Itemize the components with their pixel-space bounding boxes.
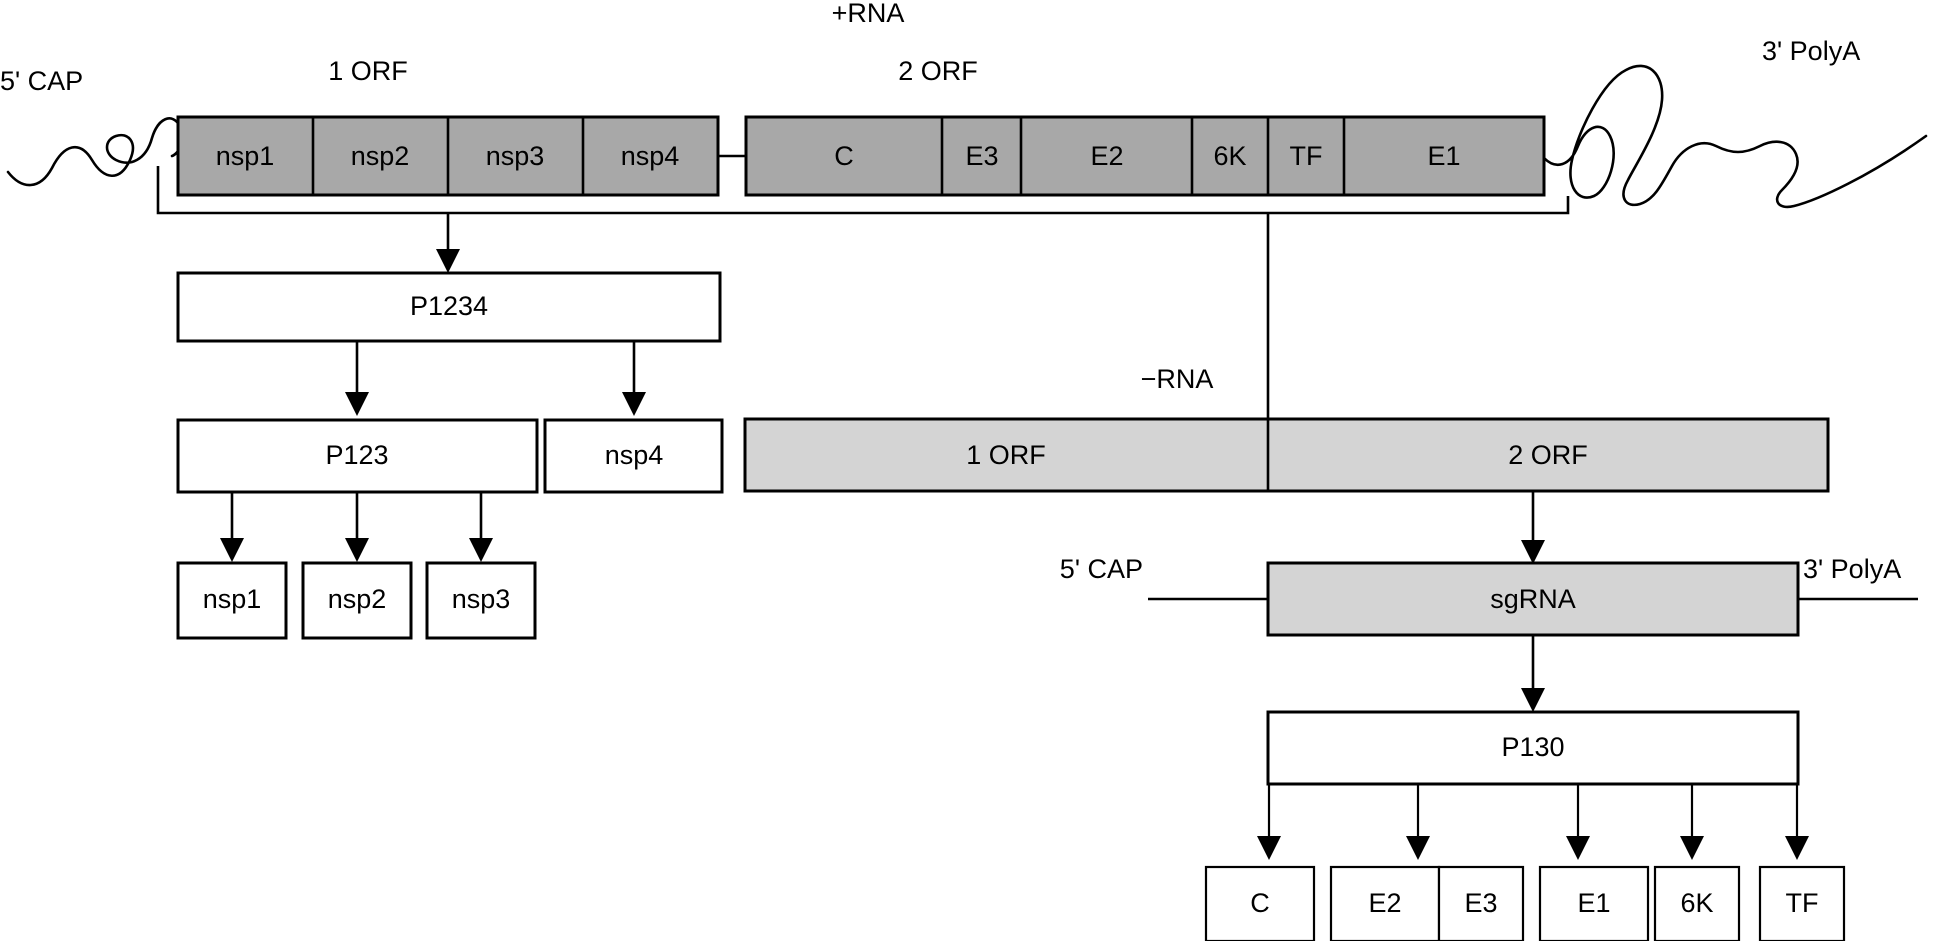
- p130-box: [1266, 710, 1800, 786]
- p1234-box: [176, 271, 722, 343]
- nsp2-arrowhead: [345, 538, 369, 562]
- nsp3-arrowhead: [469, 538, 493, 562]
- genome-segment-nsp4: nsp4: [621, 141, 680, 171]
- structural-e1-label: E1: [1577, 888, 1610, 918]
- structural-e3-box: [1437, 865, 1525, 941]
- nsp3-product-label: nsp3: [452, 584, 511, 614]
- genome-segment-nsp1: nsp1: [216, 141, 275, 171]
- genome-segment-e1: E1: [1427, 141, 1460, 171]
- five-prime-cap-label: 5' CAP: [0, 66, 83, 96]
- p123-label: P123: [325, 440, 388, 470]
- p123-box: [176, 418, 539, 494]
- structural-6k-arrowhead: [1680, 836, 1704, 860]
- genome-segment-nsp3: nsp3: [486, 141, 545, 171]
- structural-e2-label: E2: [1368, 888, 1401, 918]
- nsp4-product-label: nsp4: [605, 440, 664, 470]
- structural-6k-box: [1653, 865, 1741, 941]
- p1234-label: P1234: [410, 291, 488, 321]
- nsp4-arrowhead: [622, 392, 646, 416]
- structural-c-box: [1204, 865, 1316, 941]
- structural-c-label: C: [1250, 888, 1270, 918]
- p130-label: P130: [1501, 732, 1564, 762]
- structural-tf-label: TF: [1786, 888, 1819, 918]
- structural-e1-box: [1538, 865, 1650, 941]
- p1234-arrowhead: [436, 249, 460, 273]
- plus-rna-label: +RNA: [832, 0, 905, 28]
- genome-orf1-label: 1 ORF: [328, 56, 408, 86]
- sgrna-label: sgRNA: [1490, 584, 1576, 614]
- translation-bracket: [156, 166, 1570, 215]
- minus-rna-orf2-label: 2 ORF: [1508, 440, 1588, 470]
- structural-c-arrowhead: [1257, 836, 1281, 860]
- sgrna-arrowhead: [1521, 540, 1545, 564]
- five-prime-cap-squiggle: [6, 117, 185, 187]
- nsp4-product-box: [543, 418, 724, 494]
- sgrna-polya-label: 3' PolyA: [1803, 554, 1901, 584]
- minus-rna-label: −RNA: [1141, 364, 1214, 394]
- p130-arrowhead: [1521, 688, 1545, 712]
- structural-e3-label: E3: [1464, 888, 1497, 918]
- genome-segment-nsp2: nsp2: [351, 141, 410, 171]
- structural-tf-box: [1758, 865, 1846, 941]
- nsp2-product-label: nsp2: [328, 584, 387, 614]
- genome-orf2-label: 2 ORF: [898, 56, 978, 86]
- nsp3-product-box: [425, 561, 537, 640]
- structural-6k-label: 6K: [1680, 888, 1713, 918]
- genome-segment-e3: E3: [965, 141, 998, 171]
- genome-orf2-block: [744, 115, 1546, 197]
- structural-e1-arrowhead: [1566, 836, 1590, 860]
- nsp1-product-box: [176, 561, 288, 640]
- minus-rna-bar: [743, 417, 1830, 493]
- p123-arrowhead: [345, 392, 369, 416]
- three-prime-polya-label: 3' PolyA: [1762, 36, 1860, 66]
- genome-segment-6k: 6K: [1213, 141, 1246, 171]
- genome-segment-e2: E2: [1090, 141, 1123, 171]
- nsp1-arrowhead: [220, 538, 244, 562]
- sgrna-cap-label: 5' CAP: [1060, 554, 1143, 584]
- three-prime-polya-squiggle: [1542, 64, 1928, 209]
- nsp2-product-box: [301, 561, 413, 640]
- structural-tf-arrowhead: [1785, 836, 1809, 860]
- minus-rna-orf1-label: 1 ORF: [966, 440, 1046, 470]
- genome-segment-tf: TF: [1290, 141, 1323, 171]
- genome-segment-c: C: [834, 141, 854, 171]
- nsp1-product-label: nsp1: [203, 584, 262, 614]
- sgrna-box: [1266, 561, 1800, 637]
- structural-e2-arrowhead: [1406, 836, 1430, 860]
